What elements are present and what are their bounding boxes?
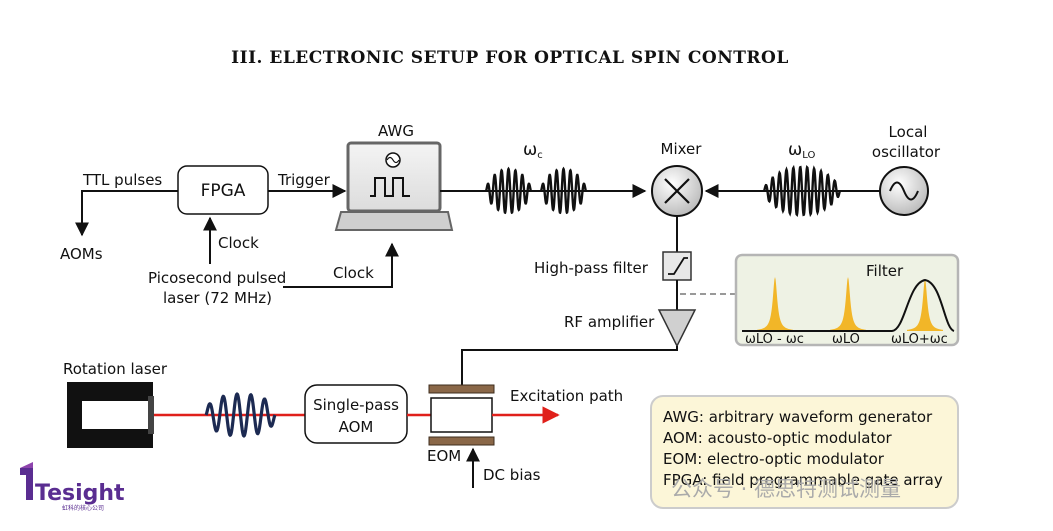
logo-subtext: 虹科的核心公司 (62, 504, 104, 512)
aom-label-line1: Single-pass (313, 396, 399, 414)
section-title: III. ELECTRONIC SETUP FOR OPTICAL SPIN C… (231, 48, 789, 68)
local-oscillator-label-line1: Local (889, 123, 928, 141)
omega-lo-label: ωLO (788, 140, 815, 161)
ttl-pulses-label: TTL pulses (82, 171, 162, 189)
clock-fpga-label: Clock (218, 234, 259, 252)
mixer-label: Mixer (661, 140, 703, 158)
rf-amplifier-label: RF amplifier (564, 313, 655, 331)
peak-right (907, 279, 943, 331)
legend-item-awg: AWG: arbitrary waveform generator (663, 408, 933, 426)
inset-peak-right-label: ωLO+ωc (891, 332, 948, 347)
awg-pulse-icon (370, 177, 410, 197)
fpga-label: FPGA (201, 181, 246, 201)
rotation-laser-label: Rotation laser (63, 360, 168, 378)
legend-item-eom: EOM: electro-optic modulator (663, 450, 885, 468)
clock-awg-label: Clock (333, 264, 374, 282)
eom-crystal (430, 397, 493, 433)
eom-top-electrode (428, 384, 495, 394)
amp-to-eom-line (461, 346, 678, 385)
rotation-laser-aperture (82, 401, 153, 429)
legend-item-fpga: FPGA: field programmable gate array (663, 471, 943, 489)
aom-label-line2: AOM (339, 418, 374, 436)
high-pass-filter-box (662, 251, 692, 281)
awg-laptop (334, 141, 454, 231)
filter-response-curve (742, 278, 955, 332)
sine-icon (889, 181, 919, 201)
mixer-cross-icon (664, 178, 690, 204)
logo-text: Tesight (35, 481, 125, 506)
omega-c-wave-packet-2 (539, 166, 588, 215)
trigger-label: Trigger (277, 171, 331, 189)
omega-lo-wave-packet (762, 164, 842, 218)
high-pass-filter-label: High-pass filter (534, 259, 649, 277)
rf-amplifier-symbol (657, 309, 697, 348)
clock-to-awg-arrow (283, 242, 399, 288)
dc-bias-label: DC bias (483, 466, 541, 484)
ttl-to-aoms-arrow (75, 190, 178, 237)
eom-label: EOM (427, 447, 461, 465)
watermark-text: 公众号 · 德思特测试测量 (671, 477, 901, 501)
omega-c-wave-packet-1 (484, 166, 533, 215)
tesight-logo: Tesight 虹科的核心公司 (20, 462, 125, 512)
optical-fiber-coil (204, 392, 277, 438)
omega-c-label: ωc (523, 140, 543, 161)
inset-peak-mid-label: ωLO (832, 332, 860, 347)
eom-bottom-electrode (428, 436, 495, 446)
laser-label-line2: laser (72 MHz) (163, 289, 272, 307)
legend-item-aom: AOM: acousto-optic modulator (663, 429, 893, 447)
high-pass-filter-icon (668, 257, 688, 275)
laser-label-line1: Picosecond pulsed (148, 269, 286, 287)
inset-peak-left-label: ωLO - ωc (745, 332, 804, 347)
peak-left (757, 277, 793, 331)
abbreviation-legend (650, 395, 959, 509)
aoms-label: AOMs (60, 245, 103, 263)
peak-middle (830, 277, 866, 331)
awg-label: AWG (378, 122, 414, 140)
local-oscillator-label-line2: oscillator (872, 143, 941, 161)
excitation-path-label: Excitation path (510, 387, 623, 405)
inset-filter-label: Filter (866, 262, 904, 280)
